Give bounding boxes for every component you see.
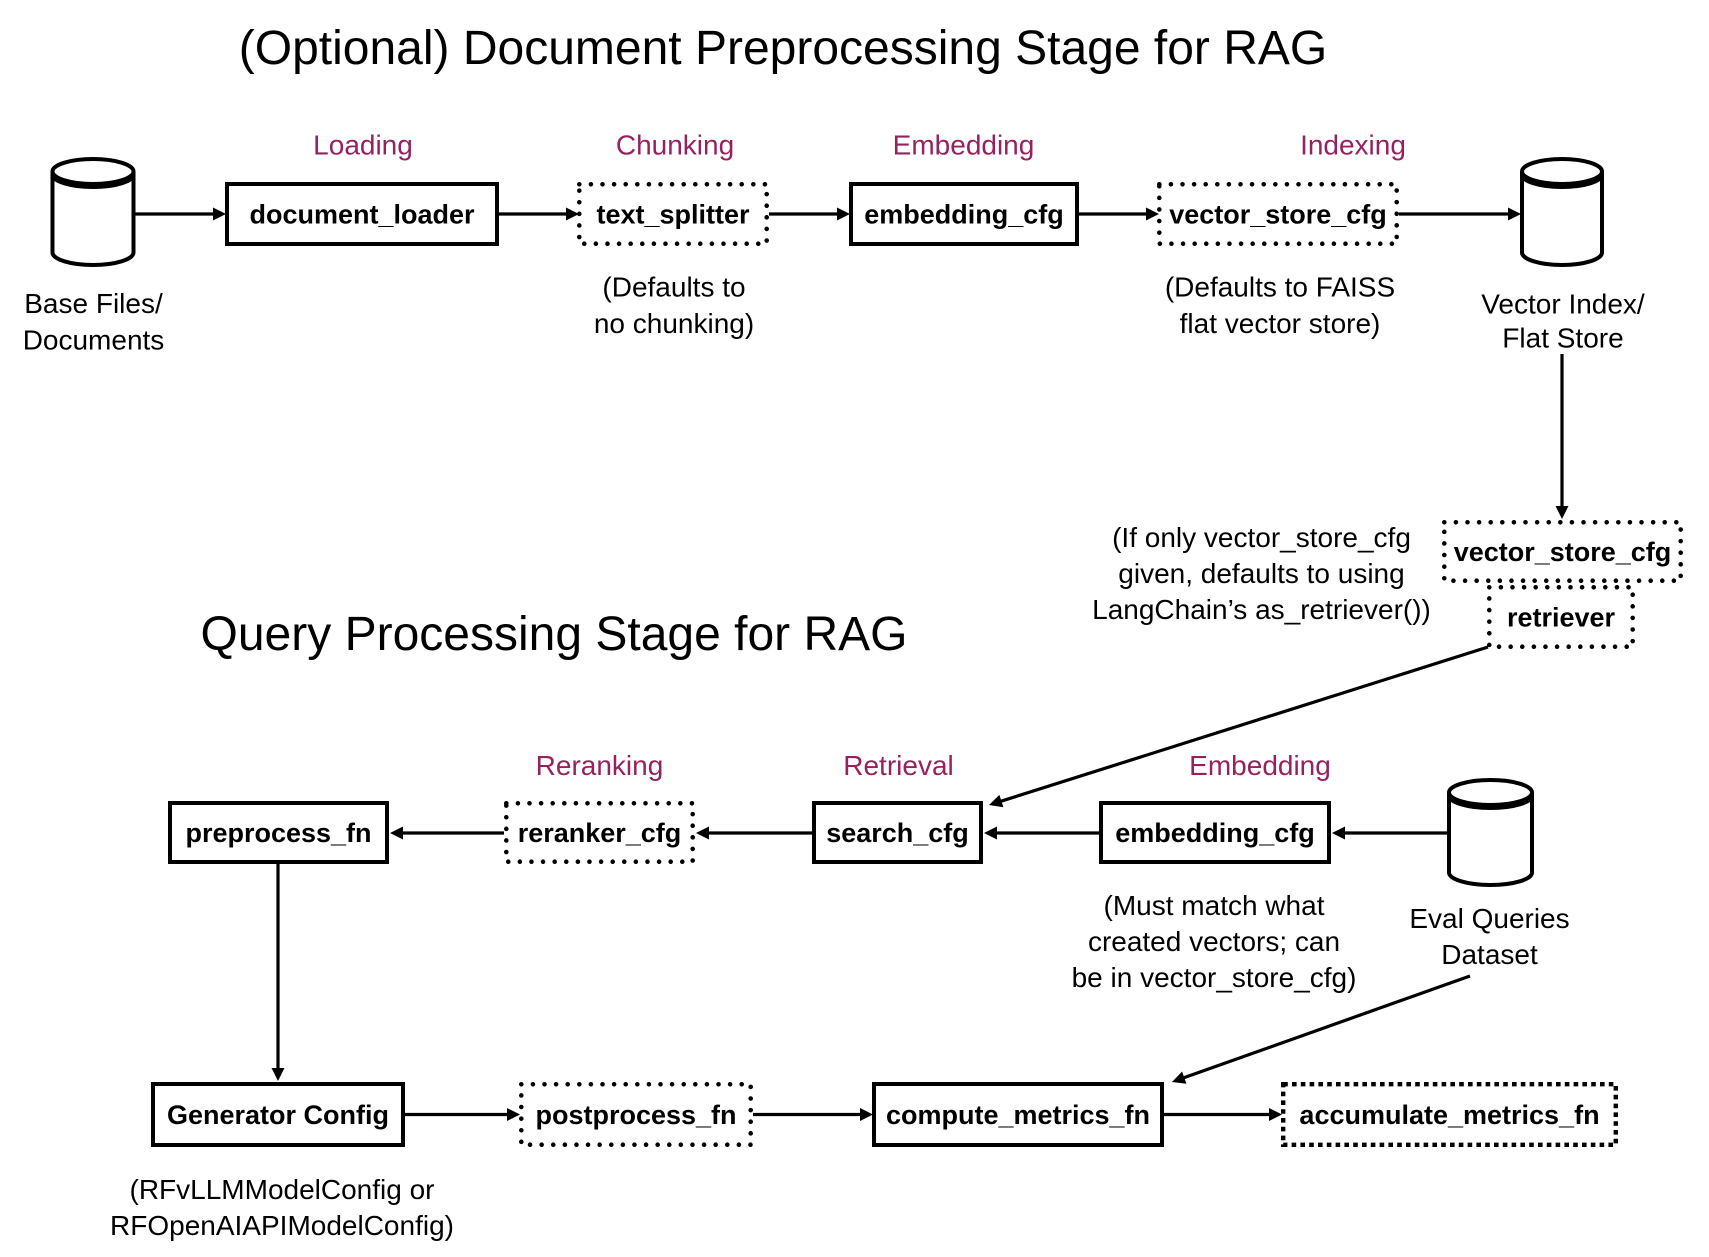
svg-text:Reranking: Reranking	[536, 750, 664, 781]
svg-text:(RFvLLMModelConfig or: (RFvLLMModelConfig or	[130, 1174, 435, 1205]
svg-text:text_splitter: text_splitter	[596, 200, 750, 230]
svg-text:flat vector store): flat vector store)	[1180, 308, 1381, 339]
svg-text:Base Files/: Base Files/	[24, 288, 163, 319]
svg-text:(Must match what: (Must match what	[1104, 890, 1325, 921]
svg-text:(Optional) Document Preprocess: (Optional) Document Preprocessing Stage …	[239, 22, 1327, 75]
svg-text:preprocess_fn: preprocess_fn	[185, 818, 371, 848]
svg-text:Flat Store: Flat Store	[1502, 323, 1623, 354]
svg-text:Dataset: Dataset	[1441, 939, 1538, 970]
svg-text:embedding_cfg: embedding_cfg	[1115, 818, 1315, 848]
svg-text:retriever: retriever	[1507, 603, 1616, 633]
svg-text:Chunking: Chunking	[616, 130, 734, 161]
svg-text:search_cfg: search_cfg	[826, 818, 969, 848]
svg-text:Documents: Documents	[23, 325, 165, 356]
svg-text:compute_metrics_fn: compute_metrics_fn	[886, 1100, 1150, 1130]
svg-text:Retrieval: Retrieval	[843, 750, 953, 781]
svg-text:created vectors; can: created vectors; can	[1088, 926, 1340, 957]
svg-text:LangChain’s as_retriever()): LangChain’s as_retriever())	[1092, 594, 1431, 625]
svg-text:Embedding: Embedding	[893, 130, 1035, 161]
svg-text:vector_store_cfg: vector_store_cfg	[1454, 537, 1672, 567]
svg-text:Loading: Loading	[313, 130, 413, 161]
svg-text:be in vector_store_cfg): be in vector_store_cfg)	[1072, 962, 1357, 993]
svg-text:Eval Queries: Eval Queries	[1409, 903, 1569, 934]
svg-text:accumulate_metrics_fn: accumulate_metrics_fn	[1299, 1100, 1599, 1130]
svg-text:document_loader: document_loader	[249, 200, 475, 230]
svg-text:no chunking): no chunking)	[594, 308, 754, 339]
svg-text:embedding_cfg: embedding_cfg	[864, 200, 1064, 230]
svg-text:Generator Config: Generator Config	[167, 1100, 389, 1130]
svg-text:Embedding: Embedding	[1189, 750, 1331, 781]
svg-text:Query Processing Stage for RAG: Query Processing Stage for RAG	[201, 608, 908, 661]
svg-text:given, defaults to using: given, defaults to using	[1118, 558, 1404, 589]
svg-text:(If only vector_store_cfg: (If only vector_store_cfg	[1112, 522, 1411, 553]
svg-text:RFOpenAIAPIModelConfig): RFOpenAIAPIModelConfig)	[110, 1210, 454, 1241]
svg-text:(Defaults to FAISS: (Defaults to FAISS	[1165, 272, 1395, 303]
svg-text:reranker_cfg: reranker_cfg	[518, 818, 682, 848]
svg-text:postprocess_fn: postprocess_fn	[535, 1100, 736, 1130]
svg-text:vector_store_cfg: vector_store_cfg	[1169, 200, 1387, 230]
svg-text:(Defaults to: (Defaults to	[602, 272, 745, 303]
svg-text:Vector Index/: Vector Index/	[1481, 289, 1645, 320]
svg-text:Indexing: Indexing	[1300, 130, 1406, 161]
